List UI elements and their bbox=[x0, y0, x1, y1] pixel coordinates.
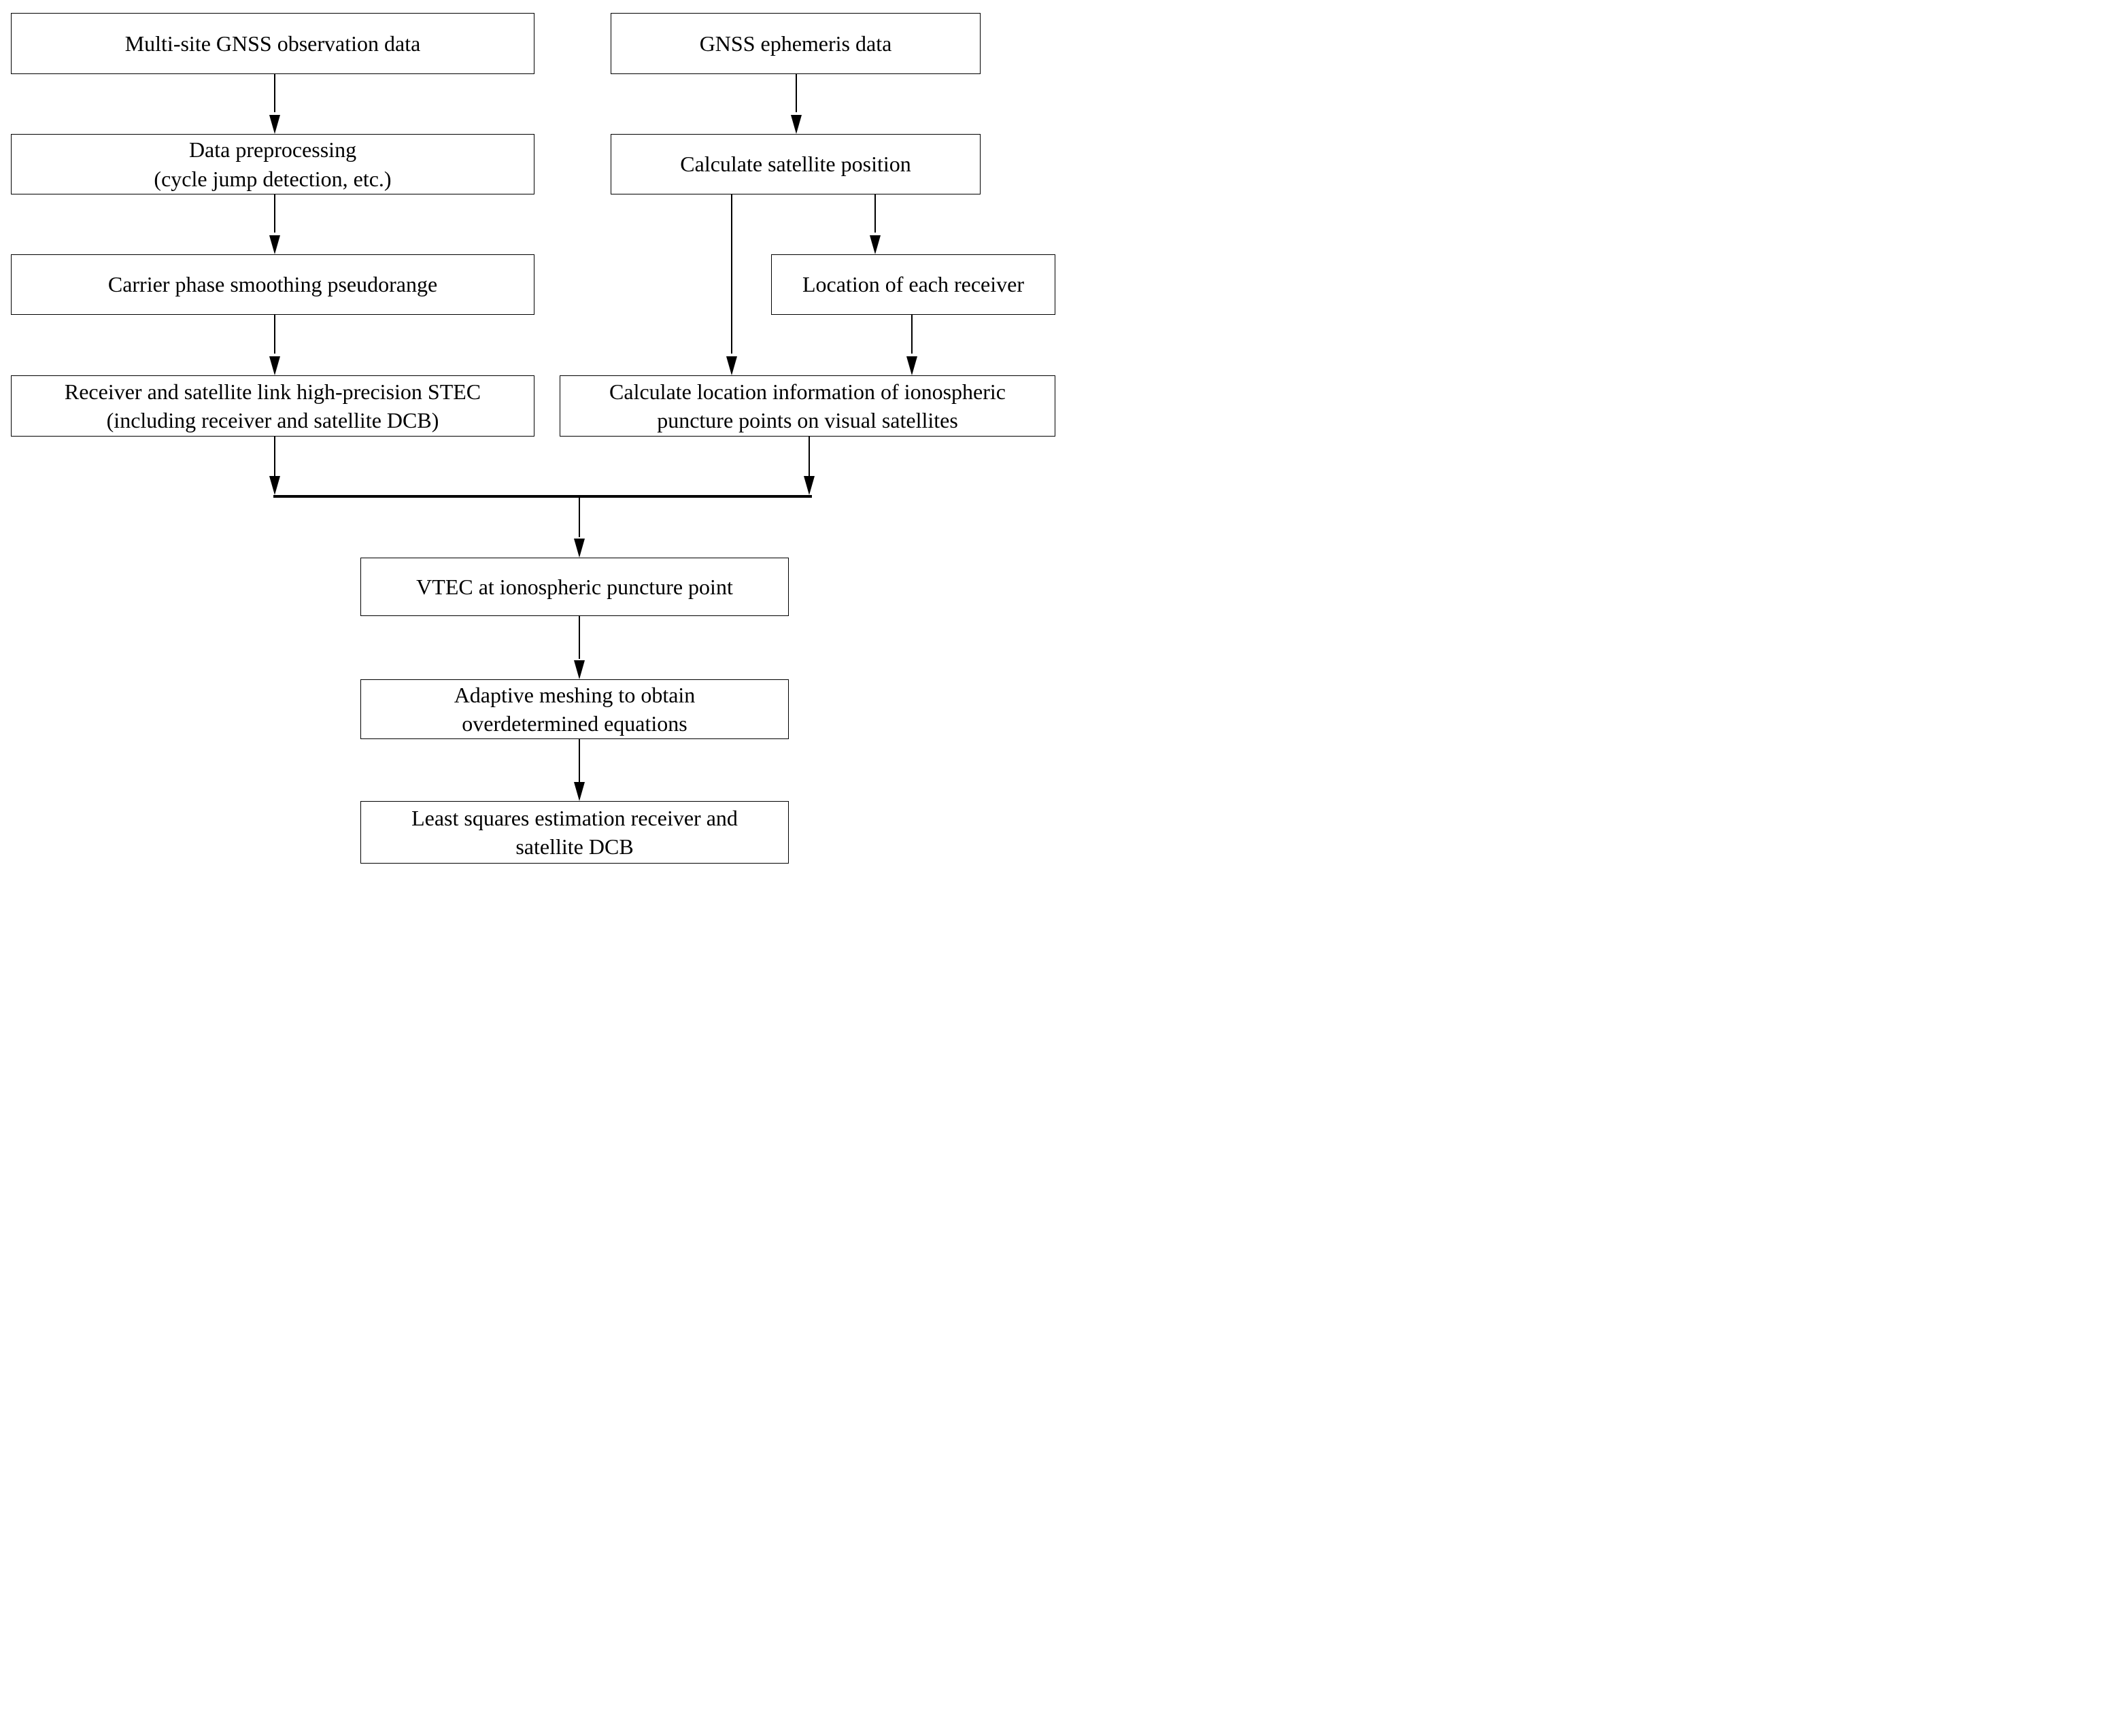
flowchart-canvas: Multi-site GNSS observation data Data pr… bbox=[0, 0, 1062, 868]
node-vtec-at-puncture-point: VTEC at ionospheric puncture point bbox=[360, 558, 789, 616]
connector-preprocessing-to-carrier bbox=[274, 194, 275, 233]
node-least-squares-dcb-line1: Least squares estimation receiver and bbox=[411, 805, 738, 830]
node-vtec-at-puncture-point-line1: VTEC at ionospheric puncture point bbox=[416, 574, 733, 599]
connector-satpos-to-receiver-location bbox=[874, 194, 876, 233]
connector-stec-to-merge bbox=[274, 437, 275, 477]
connector-vtec-to-meshing bbox=[579, 616, 580, 659]
node-least-squares-dcb: Least squares estimation receiver and sa… bbox=[360, 801, 789, 864]
connector-puncture-to-merge bbox=[809, 437, 810, 477]
connector-observation-to-preprocessing bbox=[274, 74, 275, 112]
connector-meshing-to-least-squares bbox=[579, 739, 580, 782]
node-data-preprocessing-line1: Data preprocessing bbox=[188, 137, 357, 163]
connector-receiver-location-to-puncture bbox=[911, 315, 913, 354]
node-location-of-each-receiver: Location of each receiver bbox=[771, 254, 1055, 315]
node-adaptive-meshing-line1: Adaptive meshing to obtain bbox=[454, 682, 696, 707]
node-carrier-phase-smoothing: Carrier phase smoothing pseudorange bbox=[11, 254, 534, 315]
node-high-precision-stec-line1: Receiver and satellite link high-precisi… bbox=[64, 379, 481, 404]
arrowhead-stec-to-merge bbox=[269, 476, 280, 495]
node-puncture-point-location-line2: puncture points on visual satellites bbox=[657, 408, 958, 432]
node-multi-site-gnss-observation-data-line1: Multi-site GNSS observation data bbox=[124, 31, 421, 56]
arrowhead-receiver-location-to-puncture bbox=[906, 356, 917, 375]
arrowhead-vtec-to-meshing bbox=[574, 660, 585, 679]
connector-ephemeris-to-satpos bbox=[796, 74, 797, 112]
connector-carrier-to-stec bbox=[274, 315, 275, 354]
arrowhead-preprocessing-to-carrier bbox=[269, 235, 280, 254]
arrowhead-carrier-to-stec bbox=[269, 356, 280, 375]
node-puncture-point-location-line1: Calculate location information of ionosp… bbox=[609, 379, 1006, 404]
node-calculate-satellite-position: Calculate satellite position bbox=[611, 134, 981, 194]
node-carrier-phase-smoothing-line1: Carrier phase smoothing pseudorange bbox=[107, 272, 438, 297]
node-gnss-ephemeris-data: GNSS ephemeris data bbox=[611, 13, 981, 74]
arrowhead-ephemeris-to-satpos bbox=[791, 115, 802, 134]
arrowhead-satpos-to-puncture bbox=[726, 356, 737, 375]
arrowhead-satpos-to-receiver-location bbox=[870, 235, 881, 254]
connector-merge-to-vtec bbox=[579, 498, 580, 537]
node-adaptive-meshing-line2: overdetermined equations bbox=[462, 711, 687, 736]
node-high-precision-stec: Receiver and satellite link high-precisi… bbox=[11, 375, 534, 437]
node-gnss-ephemeris-data-line1: GNSS ephemeris data bbox=[699, 31, 892, 56]
node-high-precision-stec-line2: (including receiver and satellite DCB) bbox=[106, 408, 439, 432]
node-least-squares-dcb-line2: satellite DCB bbox=[515, 834, 634, 859]
node-data-preprocessing: Data preprocessing (cycle jump detection… bbox=[11, 134, 534, 194]
node-location-of-each-receiver-line1: Location of each receiver bbox=[802, 272, 1024, 297]
connector-satpos-to-puncture bbox=[731, 194, 732, 354]
node-data-preprocessing-line2: (cycle jump detection, etc.) bbox=[154, 166, 392, 191]
arrowhead-puncture-to-merge bbox=[804, 476, 815, 495]
arrowhead-meshing-to-least-squares bbox=[574, 782, 585, 801]
merge-bar bbox=[273, 495, 812, 498]
arrowhead-observation-to-preprocessing bbox=[269, 115, 280, 134]
node-adaptive-meshing: Adaptive meshing to obtain overdetermine… bbox=[360, 679, 789, 739]
node-calculate-satellite-position-line1: Calculate satellite position bbox=[680, 152, 911, 177]
node-puncture-point-location: Calculate location information of ionosp… bbox=[560, 375, 1055, 437]
node-multi-site-gnss-observation-data: Multi-site GNSS observation data bbox=[11, 13, 534, 74]
arrowhead-merge-to-vtec bbox=[574, 539, 585, 558]
